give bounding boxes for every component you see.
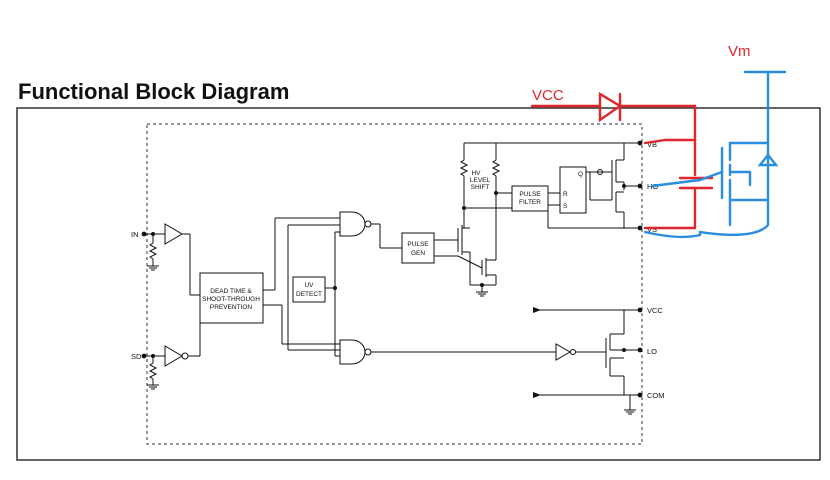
latch-labels: R S Q (563, 171, 583, 210)
svg-text:LEVEL: LEVEL (470, 177, 491, 184)
pin-label-in: IN (131, 230, 139, 239)
junction-dots (141, 140, 643, 398)
hv-level-shift-label: HV LEVEL SHIFT (470, 170, 491, 191)
blue-annotation-mosfet (643, 70, 787, 239)
svg-text:UV: UV (304, 282, 314, 289)
svg-text:GEN: GEN (411, 250, 425, 257)
svg-text:S: S (563, 203, 568, 210)
ic-boundary (146, 123, 643, 445)
outer-frame (16, 107, 821, 461)
svg-text:FILTER: FILTER (519, 199, 541, 206)
pin-label-lo: LO (647, 347, 657, 356)
svg-text:Q: Q (578, 171, 583, 178)
red-annotation-bootstrap (530, 91, 714, 230)
annotation-vm-label: Vm (728, 43, 751, 60)
pin-label-vs: VS (647, 225, 657, 234)
svg-text:HV: HV (471, 170, 481, 177)
diagram-title: Functional Block Diagram (18, 79, 289, 104)
pin-label-vcc: VCC (647, 306, 663, 315)
circuit-wiring (144, 142, 640, 415)
svg-text:SHIFT: SHIFT (471, 184, 490, 191)
svg-text:PULSE: PULSE (519, 191, 541, 198)
pin-label-com: COM (647, 391, 665, 400)
svg-text:DETECT: DETECT (296, 291, 322, 298)
uv-detect-label: UV DETECT (296, 282, 322, 298)
deadtime-label: DEAD TIME & SHOOT-THROUGH PREVENTION (202, 288, 260, 311)
pin-label-vb: VB (647, 140, 657, 149)
svg-text:R: R (563, 191, 568, 198)
svg-text:DEAD TIME &: DEAD TIME & (210, 288, 252, 295)
pulse-gen-label: PULSE GEN (407, 241, 429, 257)
annotation-vcc-label: VCC (532, 87, 564, 104)
pin-label-sd: SD (131, 352, 142, 361)
svg-text:SHOOT-THROUGH: SHOOT-THROUGH (202, 296, 260, 303)
svg-text:PULSE: PULSE (407, 241, 429, 248)
pulse-filter-label: PULSE FILTER (519, 191, 541, 206)
svg-text:PREVENTION: PREVENTION (210, 304, 253, 311)
